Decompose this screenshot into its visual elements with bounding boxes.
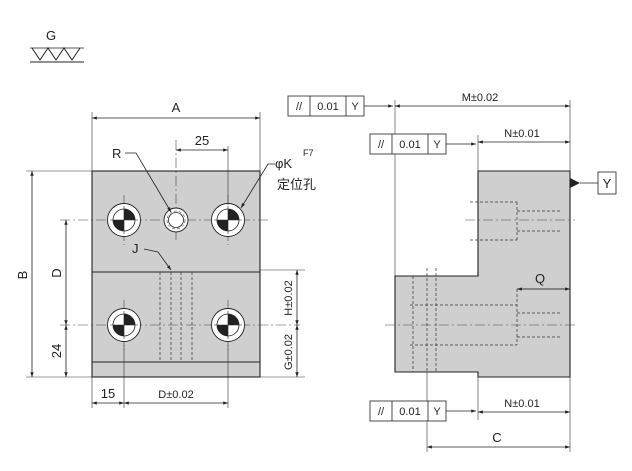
surface-finish-letter: G	[46, 28, 56, 43]
radius-label: R	[112, 146, 121, 161]
dim-15-label: 15	[101, 386, 115, 401]
tol-1-datum: Y	[351, 101, 359, 113]
tol-1-value: 0.01	[317, 101, 338, 113]
side-body	[394, 170, 571, 378]
datum-triangle	[570, 178, 580, 188]
tolerance-frame-3: // 0.01 Y	[369, 400, 476, 422]
j-label: J	[132, 241, 139, 256]
tolerance-frame-2: // 0.01 Y	[369, 133, 476, 155]
locating-mark-top-right	[211, 203, 245, 237]
front-view: A 25 B D 24 15 D±0.02 H±0.02 G±0.02 R φK…	[15, 100, 316, 408]
hole-note-label: 定位孔	[277, 177, 316, 192]
dim-25-label: 25	[195, 133, 209, 148]
locating-mark-bottom-left	[107, 308, 141, 342]
datum-label: Y	[603, 176, 612, 191]
tol-3-datum: Y	[433, 406, 441, 418]
tolerance-frame-1: // 0.01 Y	[287, 95, 393, 117]
dim-b-label: B	[15, 271, 30, 280]
dim-n-bottom-label: N±0.01	[504, 398, 539, 410]
side-view: M±0.02 N±0.01 Q N±0.01 C Y	[385, 92, 617, 452]
surface-finish-mark: G	[30, 28, 84, 63]
tol-2-symbol: //	[378, 139, 385, 151]
locating-mark-bottom-right	[211, 308, 245, 342]
datum-box	[597, 171, 617, 195]
dim-c-label: C	[492, 430, 501, 445]
hole-fit-label: F7	[303, 148, 314, 158]
tol-1-symbol: //	[296, 101, 303, 113]
dim-n-top-label: N±0.01	[504, 128, 539, 140]
locating-mark-top-left	[107, 203, 141, 237]
dim-24-label: 24	[49, 344, 64, 358]
tol-3-value: 0.01	[399, 406, 420, 418]
dim-a-label: A	[172, 100, 181, 115]
tol-2-datum: Y	[433, 139, 441, 151]
dim-q-label: Q	[535, 271, 545, 286]
dim-g-label: G±0.02	[283, 334, 295, 370]
dim-d-label: D	[49, 268, 64, 277]
dim-m-label: M±0.02	[462, 92, 499, 104]
center-hole	[163, 207, 189, 233]
hole-dia-label: φK	[275, 156, 292, 171]
tol-3-symbol: //	[378, 406, 385, 418]
dim-h-label: H±0.02	[283, 280, 295, 315]
dim-d-tol-label: D±0.02	[158, 389, 193, 401]
tol-2-value: 0.01	[399, 139, 420, 151]
